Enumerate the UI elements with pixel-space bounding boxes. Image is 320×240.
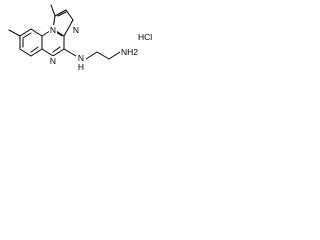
pyrazine-double-bond-1: [52, 46, 61, 53]
amine-hydrogen-label: H: [78, 62, 84, 72]
methyl-bond-left: [8, 29, 21, 37]
methyl-bond-top: [50, 4, 56, 17]
terminal-amine-mask: [120, 46, 139, 57]
imidazole-nitrogen-label: N: [73, 25, 79, 35]
ring-fusion-n-mask: [49, 25, 57, 35]
benzene-double-bond-1: [22, 32, 32, 39]
background: [0, 0, 176, 95]
chain-bond-2: [96, 51, 110, 60]
imidazole-bond-2: [54, 9, 67, 17]
imidazole-double-bond: [57, 11, 67, 17]
chain-bond-1: [85, 51, 98, 60]
amine-nitrogen-label: N: [78, 53, 84, 63]
pyrazine-bond-5: [41, 48, 54, 57]
benzene-bond-4: [30, 48, 43, 57]
hydrochloride-label: HCl: [138, 32, 152, 42]
benzene-bond-5: [19, 48, 32, 57]
pyrazine-bond-4: [52, 48, 65, 57]
imidazole-n-mask: [72, 25, 80, 35]
amine-mask: [76, 52, 86, 71]
ring-fusion-nitrogen-label: N: [50, 25, 56, 35]
terminal-amine-label: NH2: [121, 47, 138, 57]
chain-bond-3: [108, 51, 121, 60]
benzene-bond-2: [30, 28, 43, 37]
benzene-double-bond-2: [30, 46, 39, 53]
pyrazine-nitrogen-label: N: [50, 56, 56, 66]
chemical-structure: N N N N H NH2 HCl: [0, 0, 176, 95]
amine-link-bond: [63, 48, 77, 57]
benzene-bond-1: [19, 28, 32, 37]
imidazole-bond-3: [65, 9, 74, 21]
pyrazine-n-mask: [49, 56, 57, 66]
imidazole-bond-4: [63, 19, 74, 37]
